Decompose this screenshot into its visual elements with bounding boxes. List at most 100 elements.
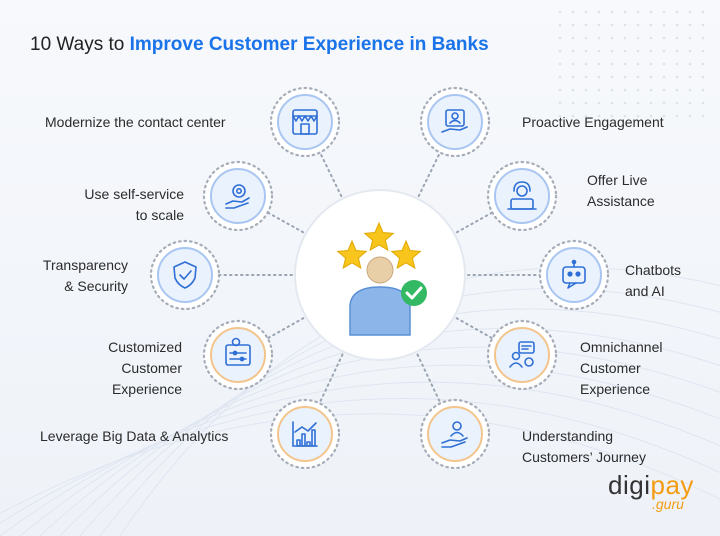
label-line: Leverage Big Data & Analytics [40,428,229,444]
shield-check-icon [173,261,197,289]
bg-dot [688,10,692,14]
label-line: Omnichannel [580,339,663,355]
bg-dot [675,10,679,14]
bg-dot [623,75,627,79]
node-live-assistance [486,160,558,232]
bg-dot [662,49,666,53]
bg-dot [584,23,588,27]
bar-chart-icon [292,421,318,447]
node-inner-circle [210,327,266,383]
bg-dot [584,88,588,92]
bg-dot [688,23,692,27]
bg-dot [662,88,666,92]
bg-dot [636,114,640,118]
bg-dot [701,23,705,27]
bg-dot [688,101,692,105]
label-line: to scale [135,207,184,223]
bg-dot [636,101,640,105]
bg-dot [675,36,679,40]
title-highlight: Improve Customer Experience in Banks [129,34,489,55]
support-agent-icon [507,181,537,210]
bg-dot [623,49,627,53]
bg-dot [610,10,614,14]
bg-dot [688,114,692,118]
bg-dot [688,36,692,40]
title-prefix: 10 Ways to [30,34,130,55]
bg-dot [610,88,614,92]
bg-dot [701,62,705,66]
bg-dot [571,23,575,27]
settings-panel-icon [225,337,251,366]
bg-dot [662,23,666,27]
bg-dot [597,62,601,66]
bg-curve [0,413,720,515]
bg-dot [649,101,653,105]
label-big-data: Leverage Big Data & Analytics [40,426,260,447]
storefront-icon [292,109,318,135]
bg-dot [610,23,614,27]
bg-dot [558,88,562,92]
brand-logo: digipay .guru [608,470,698,520]
bg-dot [675,114,679,118]
bg-dot [610,36,614,40]
center-node [294,189,466,361]
bg-dot [623,88,627,92]
bg-dot [623,114,627,118]
node-chatbots [538,239,610,311]
bg-dot [584,75,588,79]
bg-dot [558,75,562,79]
label-line: Proactive Engagement [522,114,664,130]
bg-dot [649,75,653,79]
bg-dot [584,49,588,53]
bg-dot [649,114,653,118]
bg-dot [571,114,575,118]
bg-dot [636,75,640,79]
gear-hand-icon [225,184,250,209]
bg-dot [675,62,679,66]
customer-rating-icon [336,221,427,336]
omnichannel-icon [509,341,535,368]
logo-word-b: pay [650,470,694,500]
bg-dot [558,23,562,27]
label-line: Use self-service [84,186,184,202]
bg-dot [558,10,562,14]
bg-dot [610,114,614,118]
bg-dot [701,10,705,14]
bg-dot [688,62,692,66]
bg-dot [649,10,653,14]
bg-dot [701,75,705,79]
bg-dot [571,75,575,79]
label-line: Customer [580,360,641,376]
bg-dot [571,36,575,40]
bg-dot [688,75,692,79]
bg-dot [688,88,692,92]
bg-dot [701,88,705,92]
bg-dot [662,10,666,14]
bg-dot [623,62,627,66]
logo-word-a: digi [608,470,651,500]
bg-dot [675,101,679,105]
node-inner-circle [277,94,333,150]
label-line: Offer Live [587,172,648,188]
bg-dot [688,49,692,53]
node-inner-circle [546,247,602,303]
bg-dot [701,36,705,40]
node-customized [202,319,274,391]
label-line: Experience [111,381,182,397]
label-modernize: Modernize the contact center [45,112,255,133]
bg-curve [19,364,720,536]
bg-dot [584,114,588,118]
label-line: and AI [625,283,665,299]
bg-dot [610,62,614,66]
bg-dot [636,62,640,66]
bg-dot [558,101,562,105]
node-modernize [269,86,341,158]
node-inner-circle [427,94,483,150]
bg-dot [584,36,588,40]
label-line: Transparency [42,257,128,273]
bg-dot [623,101,627,105]
